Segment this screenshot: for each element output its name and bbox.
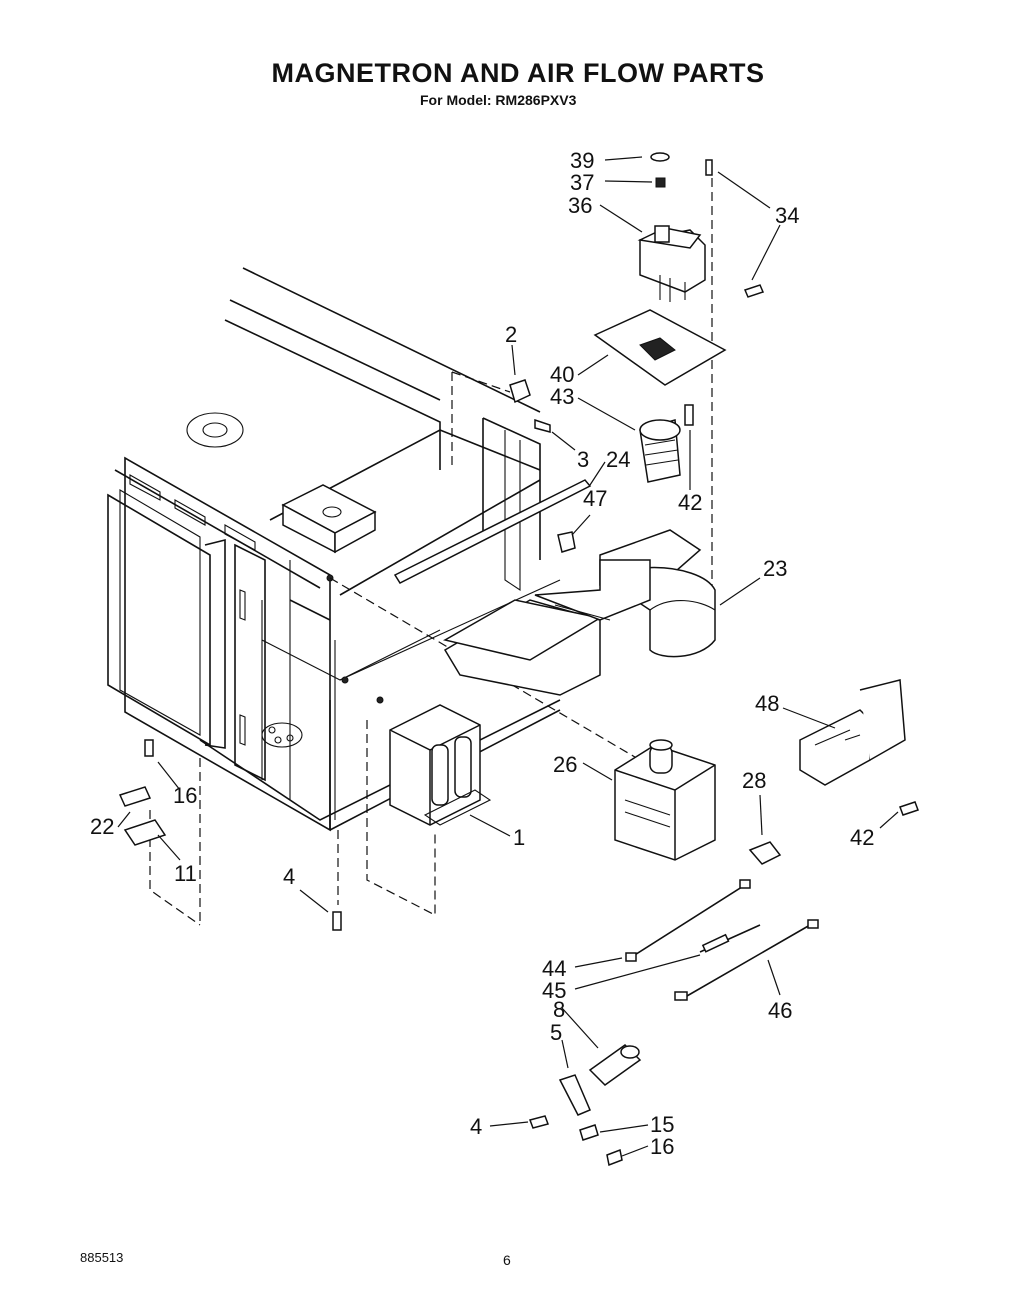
part-34-screw-right [743,284,765,298]
callout-37: 37 [570,170,594,195]
callout-16-lower: 16 [650,1134,674,1159]
callout-39: 39 [570,148,594,173]
part-2-thermal-cutout [509,379,531,404]
front-left-parts [118,739,167,846]
callout-1: 1 [513,825,525,850]
part-4-screw-left [332,911,342,931]
callout-11: 11 [174,861,197,886]
part-5-bracket [558,1074,591,1116]
callout-36: 36 [568,193,592,218]
part-46-wire [679,924,811,1001]
part-3-screw [534,418,551,433]
callout-23: 23 [763,556,787,581]
callout-42-lower: 42 [850,825,874,850]
callout-5: 5 [550,1020,562,1045]
callout-4-lower: 4 [470,1114,482,1139]
capacitor-assembly [529,1044,642,1167]
callout-16-left: 16 [173,783,197,808]
callout-3: 3 [577,447,589,472]
callout-43: 43 [550,384,574,409]
part-15-diode [579,1124,599,1141]
part-34-screw-top [705,159,713,176]
part-1-transformer [389,704,492,826]
part-39-clip [650,152,670,162]
part-4-screw-lower [529,1115,549,1129]
callout-47: 47 [583,486,607,511]
callout-4-left: 4 [283,864,295,889]
cabinet-drawing [107,178,713,926]
part-37-nut [655,177,666,188]
fan-motor-assembly [593,152,765,483]
callout-15: 15 [650,1112,674,1137]
document-number: 885513 [80,1250,124,1265]
callout-34: 34 [775,203,799,228]
part-47-clip [557,531,576,553]
part-48-bracket [799,679,906,786]
callout-labels: 39 37 36 34 2 40 43 3 24 42 47 23 48 26 … [90,148,874,1159]
callout-46: 46 [768,998,792,1023]
part-28-thermal-fuse [748,841,782,865]
part-16-screw-left [144,739,154,757]
callout-leaders [117,156,899,1157]
part-11-fuse-holder [123,819,167,846]
part-44-wire [629,884,746,959]
callout-45: 45 [542,978,566,1003]
part-22-fuse [118,786,152,807]
callout-28: 28 [742,768,766,793]
page-title: MAGNETRON AND AIR FLOW PARTS [271,58,765,88]
part-16-screw-lower [606,1148,623,1167]
callout-26: 26 [553,752,577,777]
wire-harness-parts [625,879,819,1001]
page-number: 6 [503,1252,511,1268]
callout-40: 40 [550,362,574,387]
callout-2: 2 [505,322,517,347]
air-duct-23 [442,529,716,696]
callout-48: 48 [755,691,779,716]
callout-24: 24 [606,447,630,472]
small-parts-upper [509,379,576,553]
callout-22: 22 [90,814,114,839]
callout-8: 8 [553,997,565,1022]
callout-44: 44 [542,956,566,981]
part-42-screw-upper [684,404,694,426]
callout-42-upper: 42 [678,490,702,515]
part-42-screw-lower [899,801,919,816]
part-26-magnetron [614,739,716,861]
model-subtitle: For Model: RM286PXV3 [420,92,577,108]
